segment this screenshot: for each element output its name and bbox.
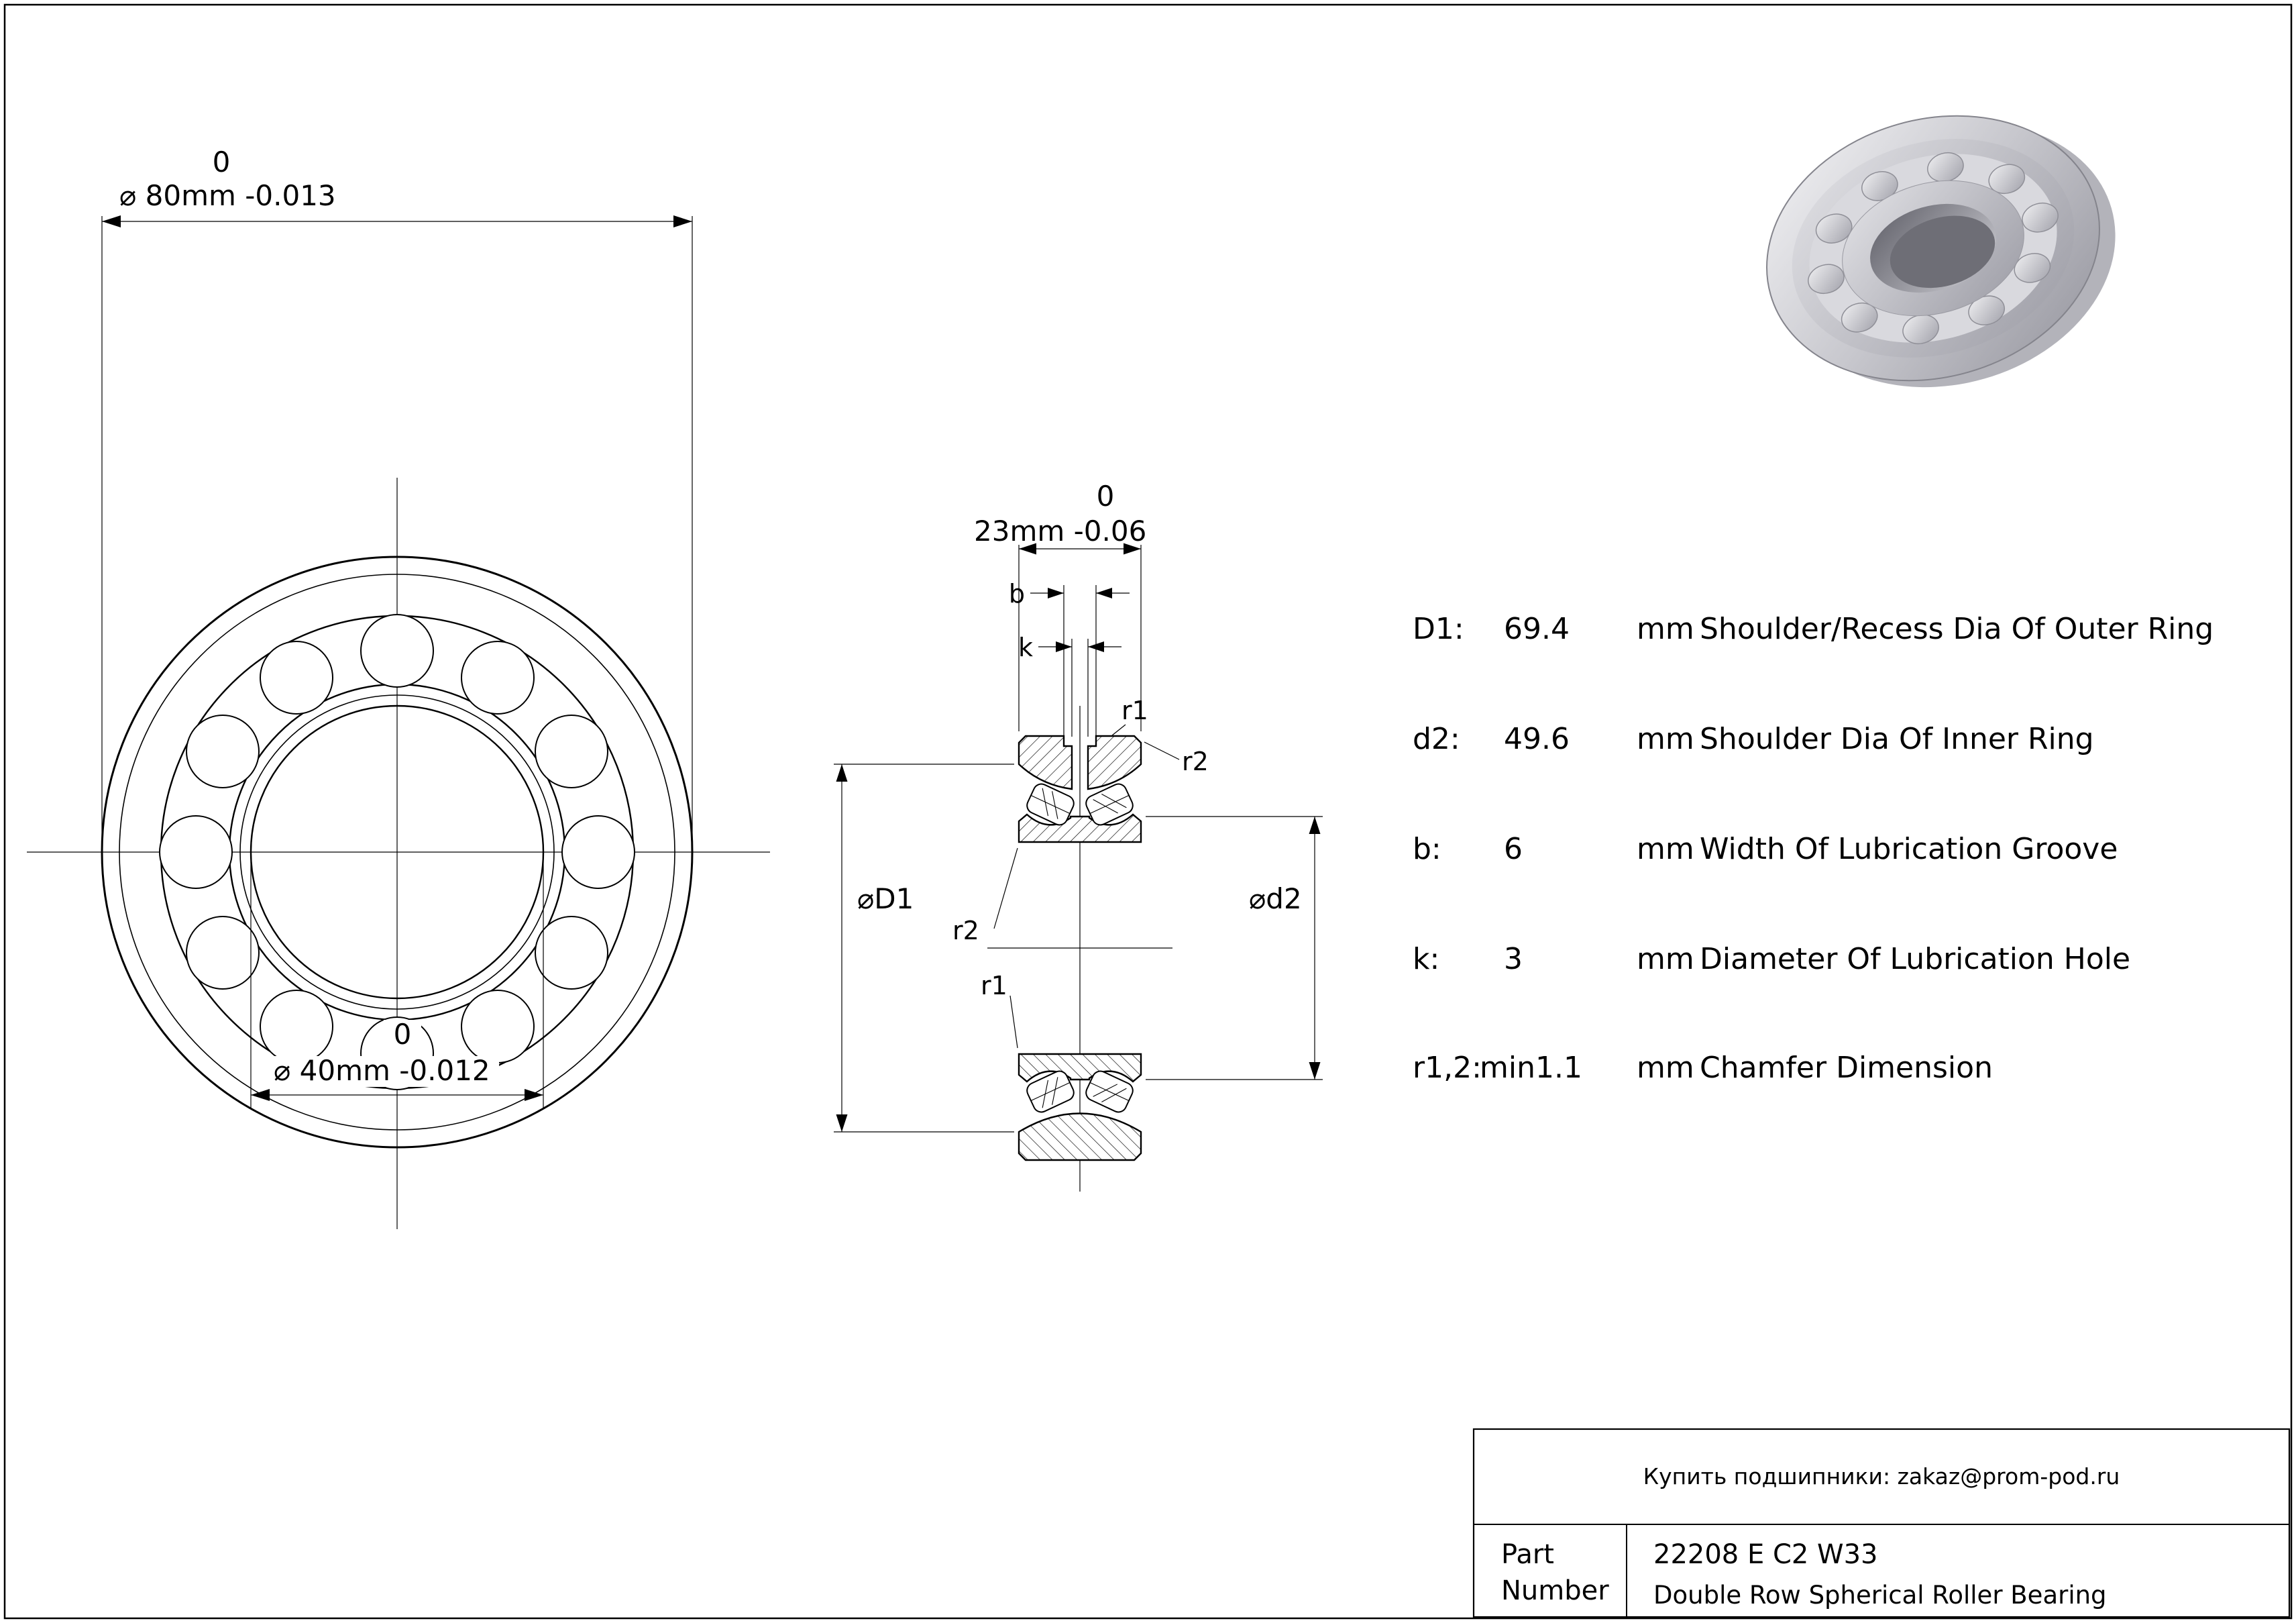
- title-block-border: [1472, 1428, 2291, 1618]
- contact-text: Купить подшипники: zakaz@prom-pod.ru: [1643, 1463, 2120, 1489]
- width-dimension-text: 23mm -0.06: [974, 515, 1146, 547]
- spec-d2-label: d2:: [1413, 722, 1460, 756]
- roller: [360, 614, 434, 688]
- spec-r-desc: Chamfer Dimension: [1700, 1051, 1993, 1085]
- spec-d2-value: 49.6: [1504, 722, 1570, 756]
- spec-d2-unit: mm: [1637, 722, 1694, 756]
- bearing-photo-rollers: [1808, 152, 2059, 345]
- roller: [260, 990, 333, 1063]
- spec-k-unit: mm: [1637, 942, 1694, 976]
- inner-ring-shoulder-circle: [239, 694, 555, 1010]
- spec-table: D1: 69.4 mm Shoulder/Recess Dia Of Outer…: [1413, 612, 2213, 1085]
- outer-ring-chamfer-circle: [119, 574, 675, 1131]
- chamfer-r1-left-label: r1: [981, 971, 1007, 1000]
- spec-d1-unit: mm: [1637, 612, 1694, 646]
- groove-dimension: b: [1009, 579, 1130, 737]
- inner-ring-section-bottom: [1018, 1053, 1142, 1083]
- spec-k-label: k:: [1413, 942, 1439, 976]
- roller: [461, 641, 535, 715]
- part-label-line1: Part: [1501, 1539, 1554, 1570]
- od-tolerance-upper: 0: [213, 146, 231, 178]
- spec-k-value: 3: [1504, 942, 1523, 976]
- roller: [535, 715, 608, 788]
- d1-dimension: ⌀D1: [834, 764, 1014, 1133]
- section-roller-right: [1085, 783, 1134, 826]
- d2-dimension-label: ⌀d2: [1249, 882, 1302, 915]
- spec-d1-value: 69.4: [1504, 612, 1570, 646]
- spec-d1-desc: Shoulder/Recess Dia Of Outer Ring: [1700, 612, 2213, 646]
- chamfer-r2-top-label: r2: [1182, 747, 1209, 776]
- hole-dia-label: k: [1018, 633, 1033, 662]
- bore-circle: [250, 704, 545, 1000]
- bore-dimension-text: ⌀ 40mm -0.012: [274, 1054, 490, 1087]
- roller: [186, 916, 260, 990]
- d1-dimension-label: ⌀D1: [857, 882, 914, 915]
- outer-ring-section-bottom: [1018, 1112, 1142, 1161]
- roller: [159, 815, 233, 889]
- section-roller-left: [1026, 783, 1075, 826]
- width-tolerance-upper: 0: [1097, 480, 1115, 513]
- spec-k-desc: Diameter Of Lubrication Hole: [1700, 942, 2130, 976]
- spec-r-value: min1.1: [1480, 1051, 1582, 1085]
- roller: [561, 815, 635, 889]
- spec-d2-desc: Shoulder Dia Of Inner Ring: [1700, 722, 2094, 756]
- chamfer-labels: r1 r2 r2 r1: [952, 696, 1209, 1049]
- spec-b-desc: Width Of Lubrication Groove: [1700, 832, 2118, 866]
- front-view: 0 ⌀ 80mm -0.013 0 ⌀ 40mm -0.012: [27, 146, 770, 1229]
- spec-b-unit: mm: [1637, 832, 1694, 866]
- section-top-half: [1018, 735, 1142, 843]
- section-view: 0 23mm -0.06 b k r1 r2: [834, 480, 1323, 1192]
- spec-r-label: r1,2:: [1413, 1051, 1482, 1085]
- bearing-photo: [1766, 115, 2116, 388]
- groove-width-label: b: [1009, 579, 1025, 609]
- part-label-line2: Number: [1501, 1575, 1609, 1606]
- od-dimension-text: ⌀ 80mm -0.013: [119, 179, 336, 212]
- od-dimension: 0 ⌀ 80mm -0.013: [101, 146, 693, 839]
- outer-ring-od-circle: [101, 556, 694, 1149]
- section-bottom-half: [1018, 1053, 1142, 1161]
- roller: [260, 641, 333, 715]
- roller: [535, 916, 608, 990]
- title-block: Купить подшипники: zakaz@prom-pod.ru Par…: [1472, 1428, 2291, 1618]
- d2-dimension: ⌀d2: [1146, 816, 1323, 1080]
- spec-d1-label: D1:: [1413, 612, 1464, 646]
- spec-b-label: b:: [1413, 832, 1441, 866]
- chamfer-r2-left-label: r2: [952, 916, 979, 945]
- inner-ring-section: [1018, 813, 1142, 843]
- spec-b-value: 6: [1504, 832, 1523, 866]
- roller: [186, 715, 260, 788]
- part-description: Double Row Spherical Roller Bearing: [1653, 1581, 2107, 1610]
- bore-dimension: 0 ⌀ 40mm -0.012: [250, 861, 544, 1108]
- hole-dimension: k: [1018, 633, 1122, 737]
- chamfer-r1-top-label: r1: [1122, 696, 1148, 725]
- part-number: 22208 E C2 W33: [1653, 1539, 1878, 1570]
- bearing-photo-bore-wall: [1890, 215, 1996, 289]
- spec-r-unit: mm: [1637, 1051, 1694, 1085]
- width-dimension: 0 23mm -0.06: [974, 480, 1146, 731]
- roller: [461, 990, 535, 1063]
- bore-tolerance-upper: 0: [394, 1018, 412, 1051]
